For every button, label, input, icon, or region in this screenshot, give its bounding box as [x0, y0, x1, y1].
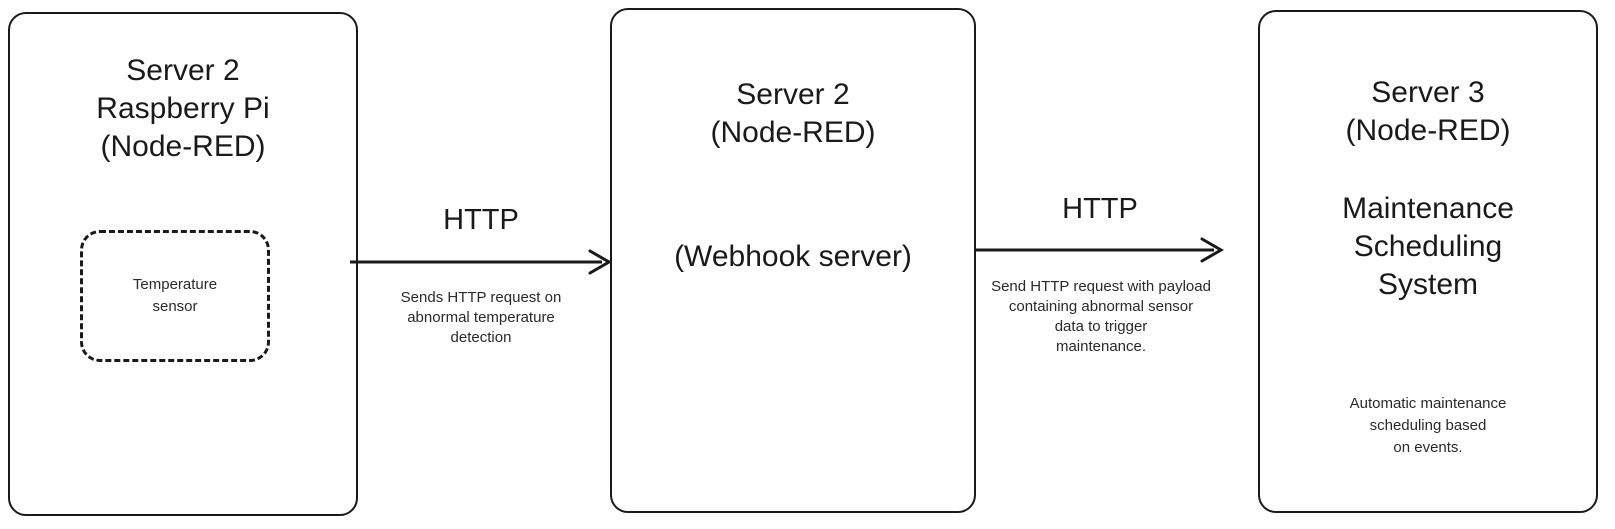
- temperature-sensor-label: Temperature sensor: [132, 276, 218, 315]
- node-3-title: Server 3 (Node-RED): [1345, 76, 1511, 147]
- edge-1-arrowhead: [588, 249, 612, 275]
- edge-1-arrow: [350, 248, 612, 278]
- edge-1-protocol-label: HTTP: [443, 204, 519, 236]
- temperature-sensor-box[interactable]: Temperature sensor: [80, 230, 270, 362]
- edge-1-arrow-svg: [350, 249, 612, 275]
- edge-2-protocol-label: HTTP: [1062, 193, 1138, 225]
- edge-2-arrow: [974, 236, 1224, 266]
- node-3-note: Automatic maintenance scheduling based o…: [1349, 395, 1507, 456]
- edge-2-caption: Send HTTP request with payload containin…: [991, 278, 1211, 355]
- node-2-subtitle: (Webhook server): [674, 240, 912, 273]
- node-1-title: Server 2 Raspberry Pi (Node-RED): [96, 54, 270, 163]
- edge-2-arrow-svg: [974, 237, 1224, 263]
- edge-2-arrowhead: [1200, 237, 1224, 263]
- edge-1-caption: Sends HTTP request on abnormal temperatu…: [400, 289, 562, 346]
- node-server-2-raspberry-pi[interactable]: Server 2 Raspberry Pi (Node-RED) Tempera…: [8, 12, 358, 516]
- node-3-subtitle: Maintenance Scheduling System: [1342, 192, 1514, 301]
- node-server-2-webhook[interactable]: Server 2 (Node-RED) (Webhook server): [610, 8, 976, 513]
- node-2-title: Server 2 (Node-RED): [710, 78, 876, 149]
- node-server-3-maintenance[interactable]: Server 3 (Node-RED) Maintenance Scheduli…: [1258, 10, 1598, 513]
